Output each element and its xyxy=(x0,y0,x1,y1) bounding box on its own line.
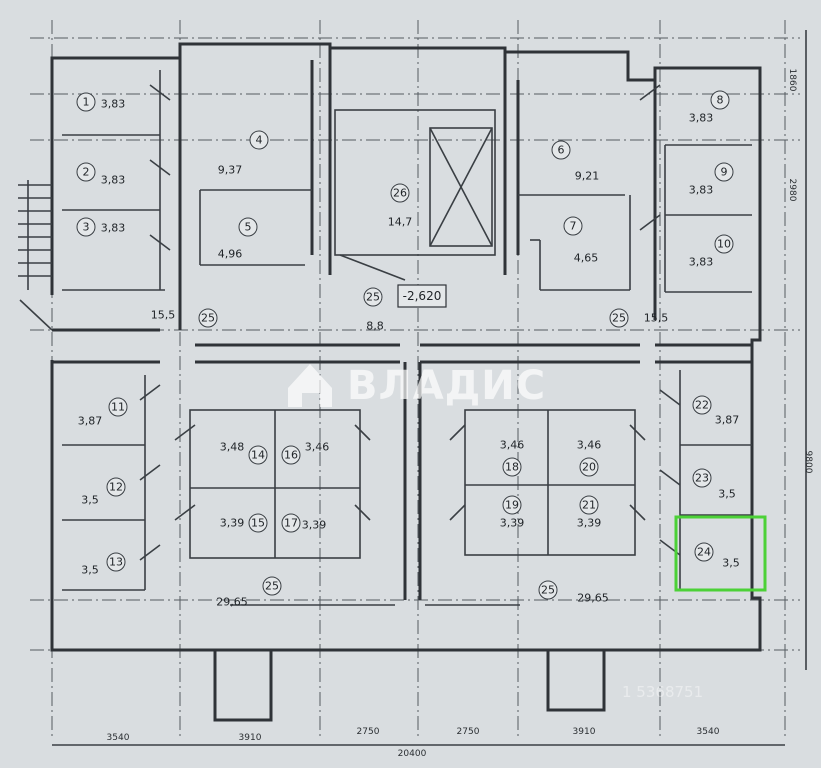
room-number: 11 xyxy=(111,401,125,414)
room-circles xyxy=(76,90,734,600)
room-number: 10 xyxy=(717,238,731,251)
dimensions: 3540 3910 2750 2750 3910 3540 20400 1860… xyxy=(52,30,813,759)
room-area: 3,5 xyxy=(722,557,740,570)
corridor-area: 29,65 xyxy=(216,596,248,609)
room-area: 4,65 xyxy=(574,252,599,265)
room-area: 3,5 xyxy=(81,494,99,507)
dimension-bottom: 3540 xyxy=(697,727,720,737)
room-number: 24 xyxy=(697,546,711,559)
room-area: 3,48 xyxy=(220,441,245,454)
room-number: 13 xyxy=(109,556,123,569)
room-areas: 3,83 3,83 3,83 9,37 4,96 9,21 4,65 3,83 … xyxy=(78,98,740,609)
room-area: 3,5 xyxy=(81,564,99,577)
room-number: 22 xyxy=(695,399,709,412)
corridor-number: 25 xyxy=(541,584,555,597)
room-area: 3,87 xyxy=(715,414,740,427)
room-number: 7 xyxy=(570,220,577,233)
dimension-bottom: 2750 xyxy=(357,727,380,737)
dimension-total: 20400 xyxy=(398,749,427,759)
room-area: 3,39 xyxy=(302,519,327,532)
room-number: 19 xyxy=(505,499,519,512)
level-mark: -2,620 xyxy=(397,284,447,308)
room-area: 3,46 xyxy=(305,441,330,454)
corridor-number: 25 xyxy=(265,580,279,593)
room-area: 3,83 xyxy=(101,98,126,111)
room-area: 3,39 xyxy=(577,517,602,530)
room-number: 26 xyxy=(393,187,407,200)
dimension-bottom: 3910 xyxy=(573,727,596,737)
corridor-area: 15,5 xyxy=(151,309,176,322)
watermark-code: 1 5368751 xyxy=(622,683,703,701)
exterior-stair xyxy=(18,180,52,290)
room-area: 14,7 xyxy=(388,216,413,229)
corridor-number: 25 xyxy=(366,291,380,304)
room-number: 8 xyxy=(717,94,724,107)
corridor-area: 8,8 xyxy=(366,320,384,333)
room-area: 3,83 xyxy=(689,184,714,197)
room-number: 1 xyxy=(83,96,90,109)
room-area: 3,46 xyxy=(577,439,602,452)
dimension-right: 9800 xyxy=(803,451,813,474)
room-number: 14 xyxy=(251,449,265,462)
room-number: 4 xyxy=(256,134,263,147)
level-mark-label: -2,620 xyxy=(403,289,442,303)
dimension-right: 2980 xyxy=(787,179,797,202)
room-area: 9,37 xyxy=(218,164,243,177)
room-area: 4,96 xyxy=(218,248,243,261)
room-number: 3 xyxy=(83,221,90,234)
room-area: 3,46 xyxy=(500,439,525,452)
room-number: 17 xyxy=(284,517,298,530)
room-number: 18 xyxy=(505,461,519,474)
room-area: 9,21 xyxy=(575,170,600,183)
dimension-right: 1860 xyxy=(787,69,797,92)
room-number: 16 xyxy=(284,449,298,462)
room-number: 21 xyxy=(582,499,596,512)
corridor-area: 15,5 xyxy=(644,312,669,325)
room-area: 3,83 xyxy=(101,174,126,187)
room-number: 23 xyxy=(695,472,709,485)
room-number: 9 xyxy=(721,166,728,179)
dimension-bottom: 2750 xyxy=(457,727,480,737)
room-number: 5 xyxy=(245,221,252,234)
room-number: 2 xyxy=(83,166,90,179)
room-area: 3,39 xyxy=(220,517,245,530)
room-numbers: 1 2 3 4 5 6 7 8 9 10 11 12 13 14 15 16 1… xyxy=(83,94,732,597)
watermark-brand: ВЛАДИС xyxy=(347,363,546,409)
room-number: 12 xyxy=(109,481,123,494)
walls xyxy=(50,42,762,722)
corridor-number: 25 xyxy=(201,312,215,325)
room-number: 6 xyxy=(558,144,565,157)
room-area: 3,83 xyxy=(689,256,714,269)
house-logo-icon xyxy=(288,364,332,407)
dimension-bottom: 3910 xyxy=(239,733,262,743)
room-area: 3,39 xyxy=(500,517,525,530)
corridor-area: 29,65 xyxy=(577,592,609,605)
dimension-bottom: 3540 xyxy=(107,733,130,743)
room-number: 15 xyxy=(251,517,265,530)
room-area: 3,83 xyxy=(689,112,714,125)
watermark: ВЛАДИС 1 5368751 xyxy=(288,363,703,701)
highlight-room-24 xyxy=(674,515,767,592)
room-area: 3,83 xyxy=(101,222,126,235)
room-area: 3,87 xyxy=(78,415,103,428)
room-number: 20 xyxy=(582,461,596,474)
corridor-number: 25 xyxy=(612,312,626,325)
partitions xyxy=(19,70,752,606)
room-area: 3,5 xyxy=(718,488,736,501)
